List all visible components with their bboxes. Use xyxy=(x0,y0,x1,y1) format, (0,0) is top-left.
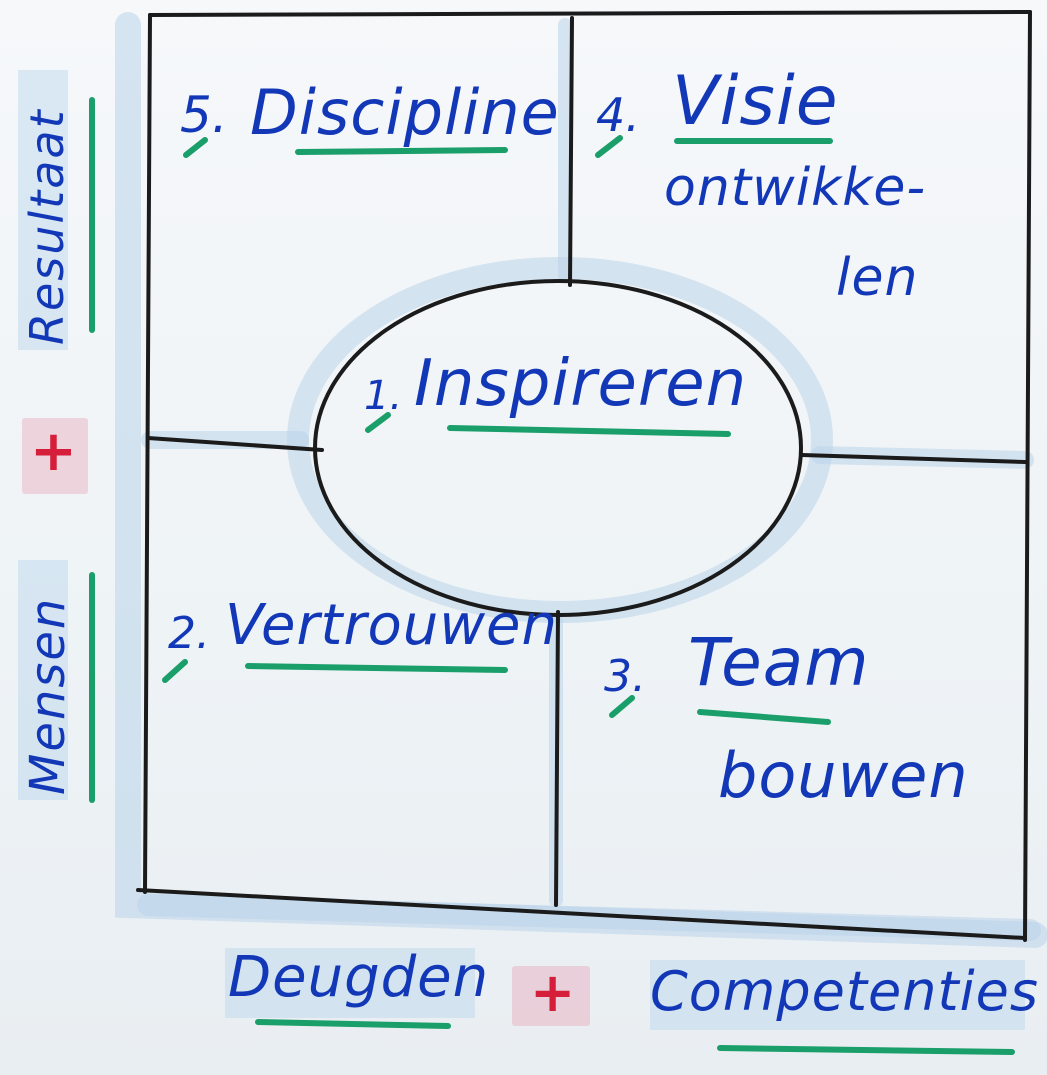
quadrant-bottom-right-number: 3. xyxy=(604,651,646,702)
quadrant-top-right-label-line3: len xyxy=(836,248,919,308)
quadrant-top-left-number: 5. xyxy=(180,86,228,144)
quadrant-bottom-right-label-line2: bouwen xyxy=(718,739,969,812)
mensen-wash xyxy=(18,560,68,800)
green-underlines xyxy=(89,97,1015,1055)
grid-lines xyxy=(136,10,1032,942)
quadrant-top-right-label-line1: Visie xyxy=(672,62,839,141)
left-axis-plus: + xyxy=(30,419,77,484)
quadrant-bottom-right-label-line1: Team xyxy=(688,624,870,701)
bottom-axis-plus: + xyxy=(530,961,576,1024)
left-axis-plus-bg xyxy=(22,418,88,494)
number-ticks xyxy=(162,135,635,718)
center-label: Inspireren xyxy=(414,347,748,421)
left-axis-bottom-label: Mensen xyxy=(20,596,76,795)
bottom-axis-plus-bg xyxy=(512,966,590,1026)
competenties-wash xyxy=(650,960,1025,1030)
center-ellipse xyxy=(313,279,803,617)
quadrant-top-left-label: Discipline xyxy=(250,76,560,149)
resultaat-wash xyxy=(18,70,68,350)
bottom-axis-left-label: Deugden xyxy=(228,945,490,1010)
center-number: 1. xyxy=(364,373,403,419)
left-axis-top-label: Resultaat xyxy=(20,108,74,345)
quadrant-top-right-number: 4. xyxy=(596,88,640,142)
quadrant-bottom-left-label: Vertrouwen xyxy=(225,593,558,658)
quadrant-bottom-left-number: 2. xyxy=(168,608,210,659)
quadrant-top-right-label-line2: ontwikke- xyxy=(664,158,927,218)
bottom-axis-right-label: Competenties xyxy=(650,960,1039,1023)
deugden-wash xyxy=(225,948,475,1018)
